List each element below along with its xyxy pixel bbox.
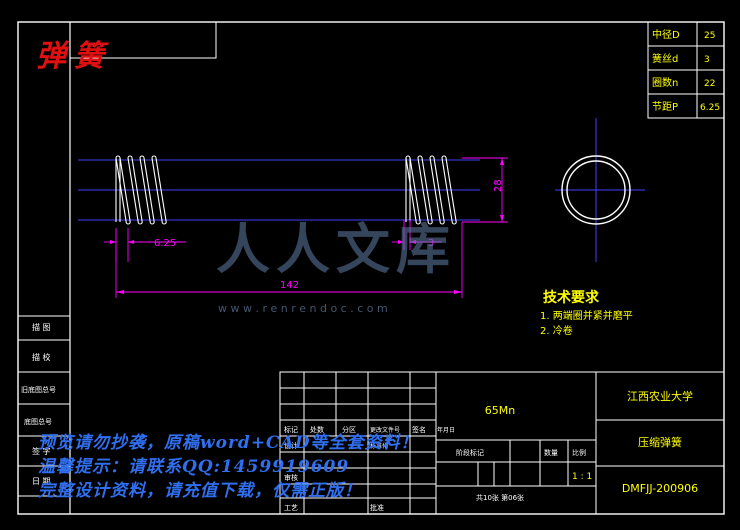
dim-pitch: 6.25 — [154, 238, 176, 249]
watermark-brand: 人人文库 — [216, 218, 456, 281]
coil-cap — [429, 155, 435, 159]
tb-role-2: 审核 — [284, 473, 298, 482]
coil-stroke — [421, 157, 433, 223]
tb-row-label-1: 处数 — [310, 425, 324, 434]
coil-stroke — [115, 157, 127, 223]
tech-req-title: 技术要求 — [543, 289, 600, 306]
tb-row-label-4: 签名 — [412, 425, 426, 434]
tb-weight-label: 数量 — [544, 448, 558, 457]
tb-material: 65Mn — [485, 404, 515, 417]
coil-cap — [149, 221, 155, 225]
spring-end-view-inner — [566, 160, 626, 220]
tech-req-item-1: 1. 两端圈并紧并磨平 — [540, 309, 633, 322]
param-label-1: 簧丝d — [652, 52, 678, 65]
side-label-0: 描 图 — [32, 322, 51, 332]
coil-cap — [415, 221, 421, 225]
side-labels-table — [18, 315, 70, 497]
promo-line-3: 完整设计资料，请充值下载，仅需正版！ — [38, 481, 362, 501]
dim-length: 142 — [280, 280, 299, 291]
tb-role-1: 标准化 — [370, 442, 388, 450]
side-label-5: 日 期 — [32, 477, 51, 486]
side-label-3: 底图总号 — [24, 417, 52, 426]
promo-line-1: 预览请勿抄袭，原稿word+CAD等全套资料！ — [38, 433, 419, 453]
side-label-4: 签 字 — [32, 446, 51, 456]
params-table — [647, 21, 725, 119]
param-value-2: 22 — [704, 79, 715, 89]
tb-row-label-3: 更改文件号 — [370, 426, 400, 434]
coil-stroke — [409, 157, 421, 223]
param-label-3: 节距P — [652, 101, 678, 113]
coil-stroke — [119, 157, 131, 223]
coil-cap — [115, 155, 121, 159]
coil-cap — [127, 155, 133, 159]
coil-cap — [125, 221, 131, 225]
coil-stroke — [127, 157, 139, 223]
tb-stage-label: 阶段标记 — [456, 448, 484, 457]
coil-stroke — [155, 157, 167, 223]
coil-stroke — [405, 157, 417, 223]
coil-cap — [139, 155, 145, 159]
coil-stroke — [139, 157, 151, 223]
param-label-2: 圈数n — [652, 76, 678, 89]
coil-stroke — [429, 157, 441, 223]
title-stamp: 弹簧 — [36, 39, 112, 74]
tb-scale-label: 比例 — [572, 448, 586, 457]
coil-cap — [451, 221, 457, 225]
coil-cap — [441, 155, 447, 159]
coil-cap — [151, 155, 157, 159]
param-value-1: 3 — [704, 55, 710, 65]
dim-height: 28 — [493, 179, 504, 192]
tb-school: 江西农业大学 — [627, 389, 693, 403]
title-block-grid — [279, 371, 725, 515]
param-label-0: 中径D — [652, 28, 680, 41]
tech-req-item-2: 2. 冷卷 — [540, 324, 573, 337]
dimension-arrows — [110, 158, 504, 294]
tb-row-label-2: 分区 — [342, 425, 356, 434]
tb-row-label-0: 标记 — [284, 425, 298, 434]
coil-stroke — [433, 157, 445, 223]
coil-stroke — [417, 157, 429, 223]
tb-role-0: 设计 — [284, 441, 298, 450]
coil-stroke — [441, 157, 453, 223]
coil-cap — [161, 221, 167, 225]
param-value-3: 6.25 — [700, 103, 720, 113]
tb-drawing-no: DMFJJ-200906 — [622, 482, 698, 495]
dimension-lines — [104, 157, 508, 298]
coil-stroke — [131, 157, 143, 223]
tb-role-4: 批准 — [370, 503, 384, 512]
tb-role-3: 工艺 — [284, 504, 298, 512]
spring-left-coils — [115, 155, 167, 225]
side-label-1: 描 校 — [32, 352, 51, 362]
side-label-2: 旧底图总号 — [21, 385, 56, 394]
spring-right-coils — [405, 155, 457, 225]
coil-cap — [405, 155, 411, 159]
tb-row-label-5: 年月日 — [437, 426, 455, 434]
tb-scale: 1 : 1 — [572, 472, 592, 482]
coil-stroke — [143, 157, 155, 223]
coil-stroke — [151, 157, 163, 223]
coil-cap — [427, 221, 433, 225]
stamp-box — [70, 22, 217, 59]
coil-cap — [137, 221, 143, 225]
coil-stroke — [445, 157, 457, 223]
tb-sheets: 共10张 第06张 — [476, 493, 524, 502]
promo-line-2: 温馨提示：请联系QQ:1459919609 — [38, 457, 350, 477]
tb-part-name: 压缩弹簧 — [638, 435, 682, 449]
watermark-url: w w w . r e n r e n d o c . c o m — [218, 302, 388, 315]
param-value-0: 25 — [704, 31, 715, 41]
dim-wire: 3 — [428, 238, 434, 249]
spring-end-view-outer — [561, 155, 631, 225]
coil-cap — [417, 155, 423, 159]
coil-cap — [439, 221, 445, 225]
